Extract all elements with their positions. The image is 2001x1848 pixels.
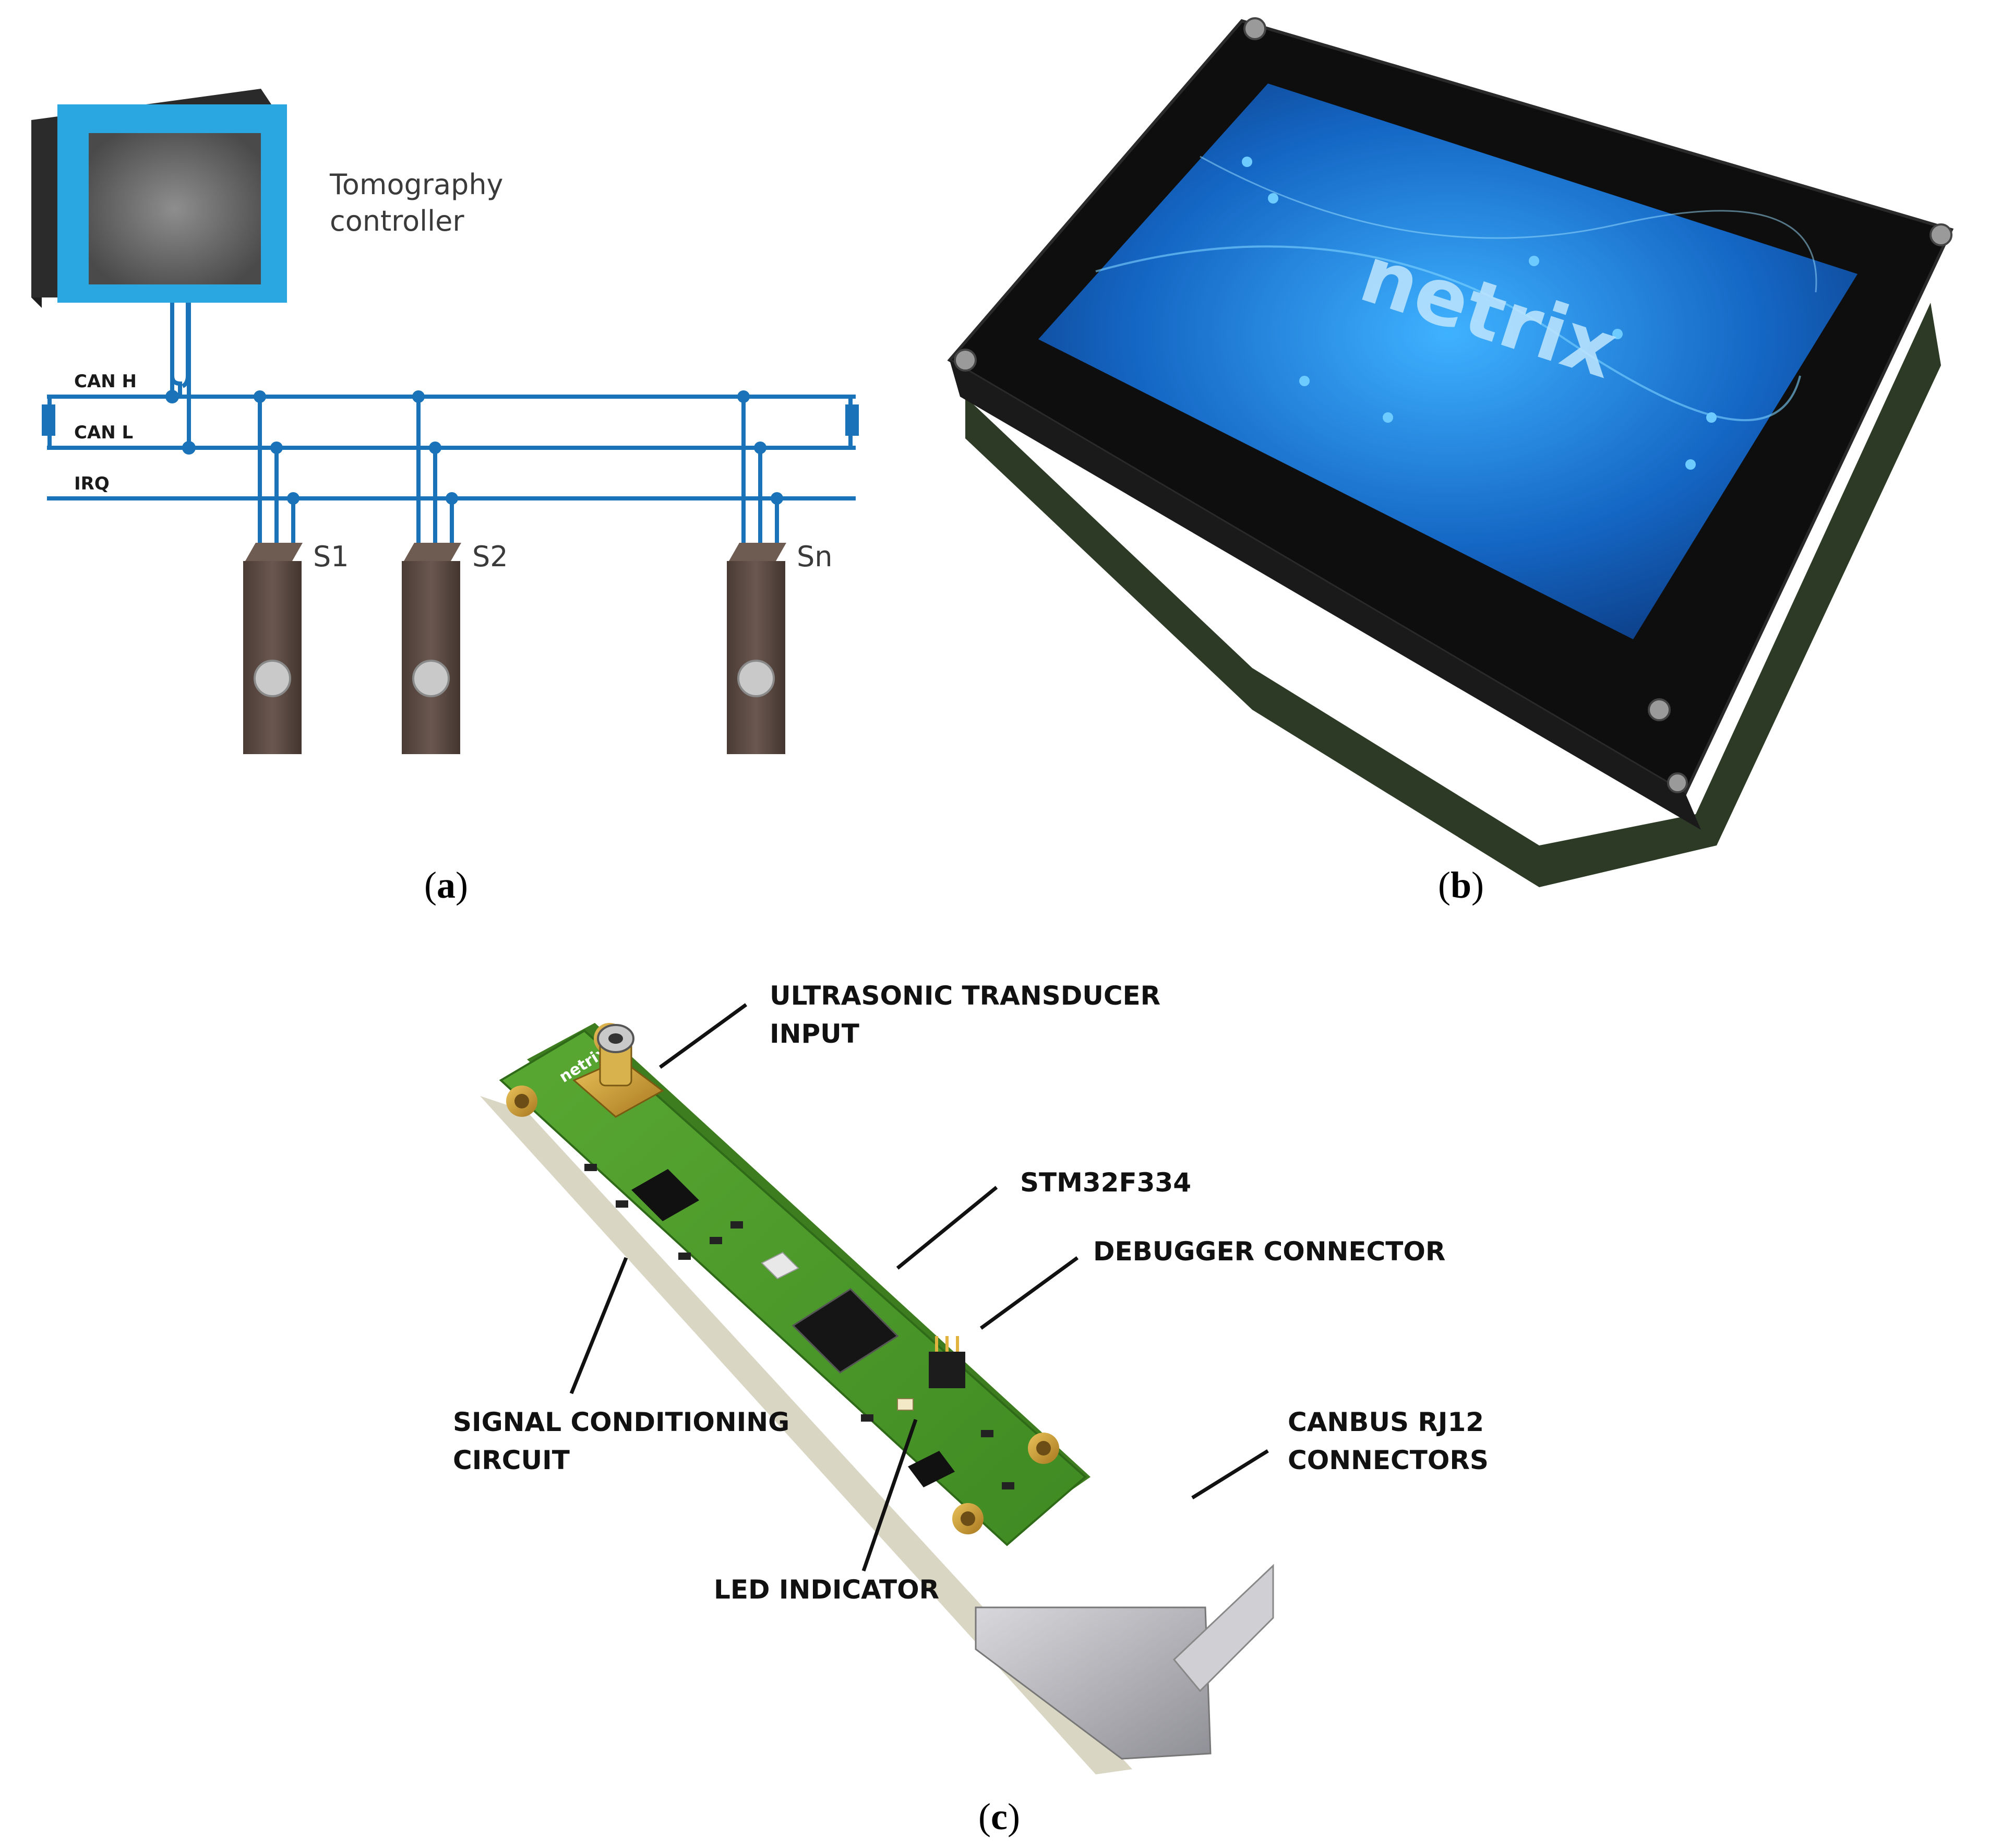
sensor-s1 <box>243 543 303 754</box>
caption-a: (a) <box>424 864 468 906</box>
panel-c-pcb-render: netrix <box>453 981 1489 1838</box>
can-h-label: CAN H <box>74 371 137 392</box>
sensor-s2 <box>402 543 461 754</box>
junction-dot <box>165 390 179 403</box>
controller-label-line1: Tomography <box>329 168 504 201</box>
callout-debugger: DEBUGGER CONNECTOR <box>1093 1236 1445 1267</box>
controller-cables <box>170 303 191 449</box>
screen-dots <box>1242 157 1717 470</box>
bus-lines <box>47 395 856 500</box>
leader-transducer <box>658 1003 748 1069</box>
sensor-sn-label: Sn <box>797 540 833 573</box>
leader-mcu <box>896 1186 998 1270</box>
bus-terminator-right <box>845 404 859 436</box>
sensor-s2-label: S2 <box>472 540 508 573</box>
irq-label: IRQ <box>74 473 110 494</box>
callout-leaders <box>569 1003 1269 1572</box>
callout-signal-line2: CIRCUIT <box>453 1445 570 1475</box>
leader-debugger <box>979 1256 1079 1330</box>
pcb-board <box>499 1029 1087 1546</box>
display-screen <box>1038 84 1858 639</box>
bus-terminator-left <box>42 404 55 436</box>
sensor-sn <box>727 543 786 754</box>
stm32-mcu-chip <box>792 1288 899 1374</box>
leader-canbus <box>1191 1449 1269 1499</box>
voltage-regulator <box>908 1451 955 1487</box>
sensor-s1-label: S1 <box>313 540 349 573</box>
callout-transducer-line1: ULTRASONIC TRANSDUCER <box>770 981 1160 1011</box>
callout-canbus-line1: CANBUS RJ12 <box>1288 1407 1484 1437</box>
caption-b: (b) <box>1438 864 1484 906</box>
leader-led <box>861 1418 918 1572</box>
callout-signal-line1: SIGNAL CONDITIONING <box>453 1407 789 1437</box>
callout-led: LED INDICATOR <box>714 1575 939 1605</box>
passive-components <box>584 1164 1014 1489</box>
rj12-connector-housing <box>975 1606 1212 1760</box>
device-pcb-edge <box>965 303 1941 887</box>
can-l-label: CAN L <box>74 422 133 443</box>
controller-label-line2: controller <box>330 205 464 237</box>
sensor-drops <box>258 397 779 543</box>
leader-signal-conditioning <box>569 1257 628 1394</box>
panel-a-bus-diagram: Tomography controller CAN H CAN L IRQ <box>31 89 859 906</box>
pcb-board-edge <box>480 1096 1132 1774</box>
debugger-header <box>929 1336 965 1388</box>
controller-screen <box>89 133 261 284</box>
led-indicator <box>897 1398 914 1411</box>
callout-transducer-line2: INPUT <box>770 1019 859 1049</box>
sma-connector <box>572 1024 664 1118</box>
callout-mcu: STM32F334 <box>1020 1167 1191 1198</box>
panel-b-display-photo: netrix (b) <box>947 17 1954 906</box>
caption-c: (c) <box>978 1796 1020 1838</box>
case-screws <box>954 17 1952 793</box>
tomography-controller-icon <box>31 89 287 308</box>
callout-canbus-line2: CONNECTORS <box>1288 1445 1489 1475</box>
signal-conditioning-chip <box>631 1169 699 1221</box>
junction-dot <box>182 441 196 455</box>
